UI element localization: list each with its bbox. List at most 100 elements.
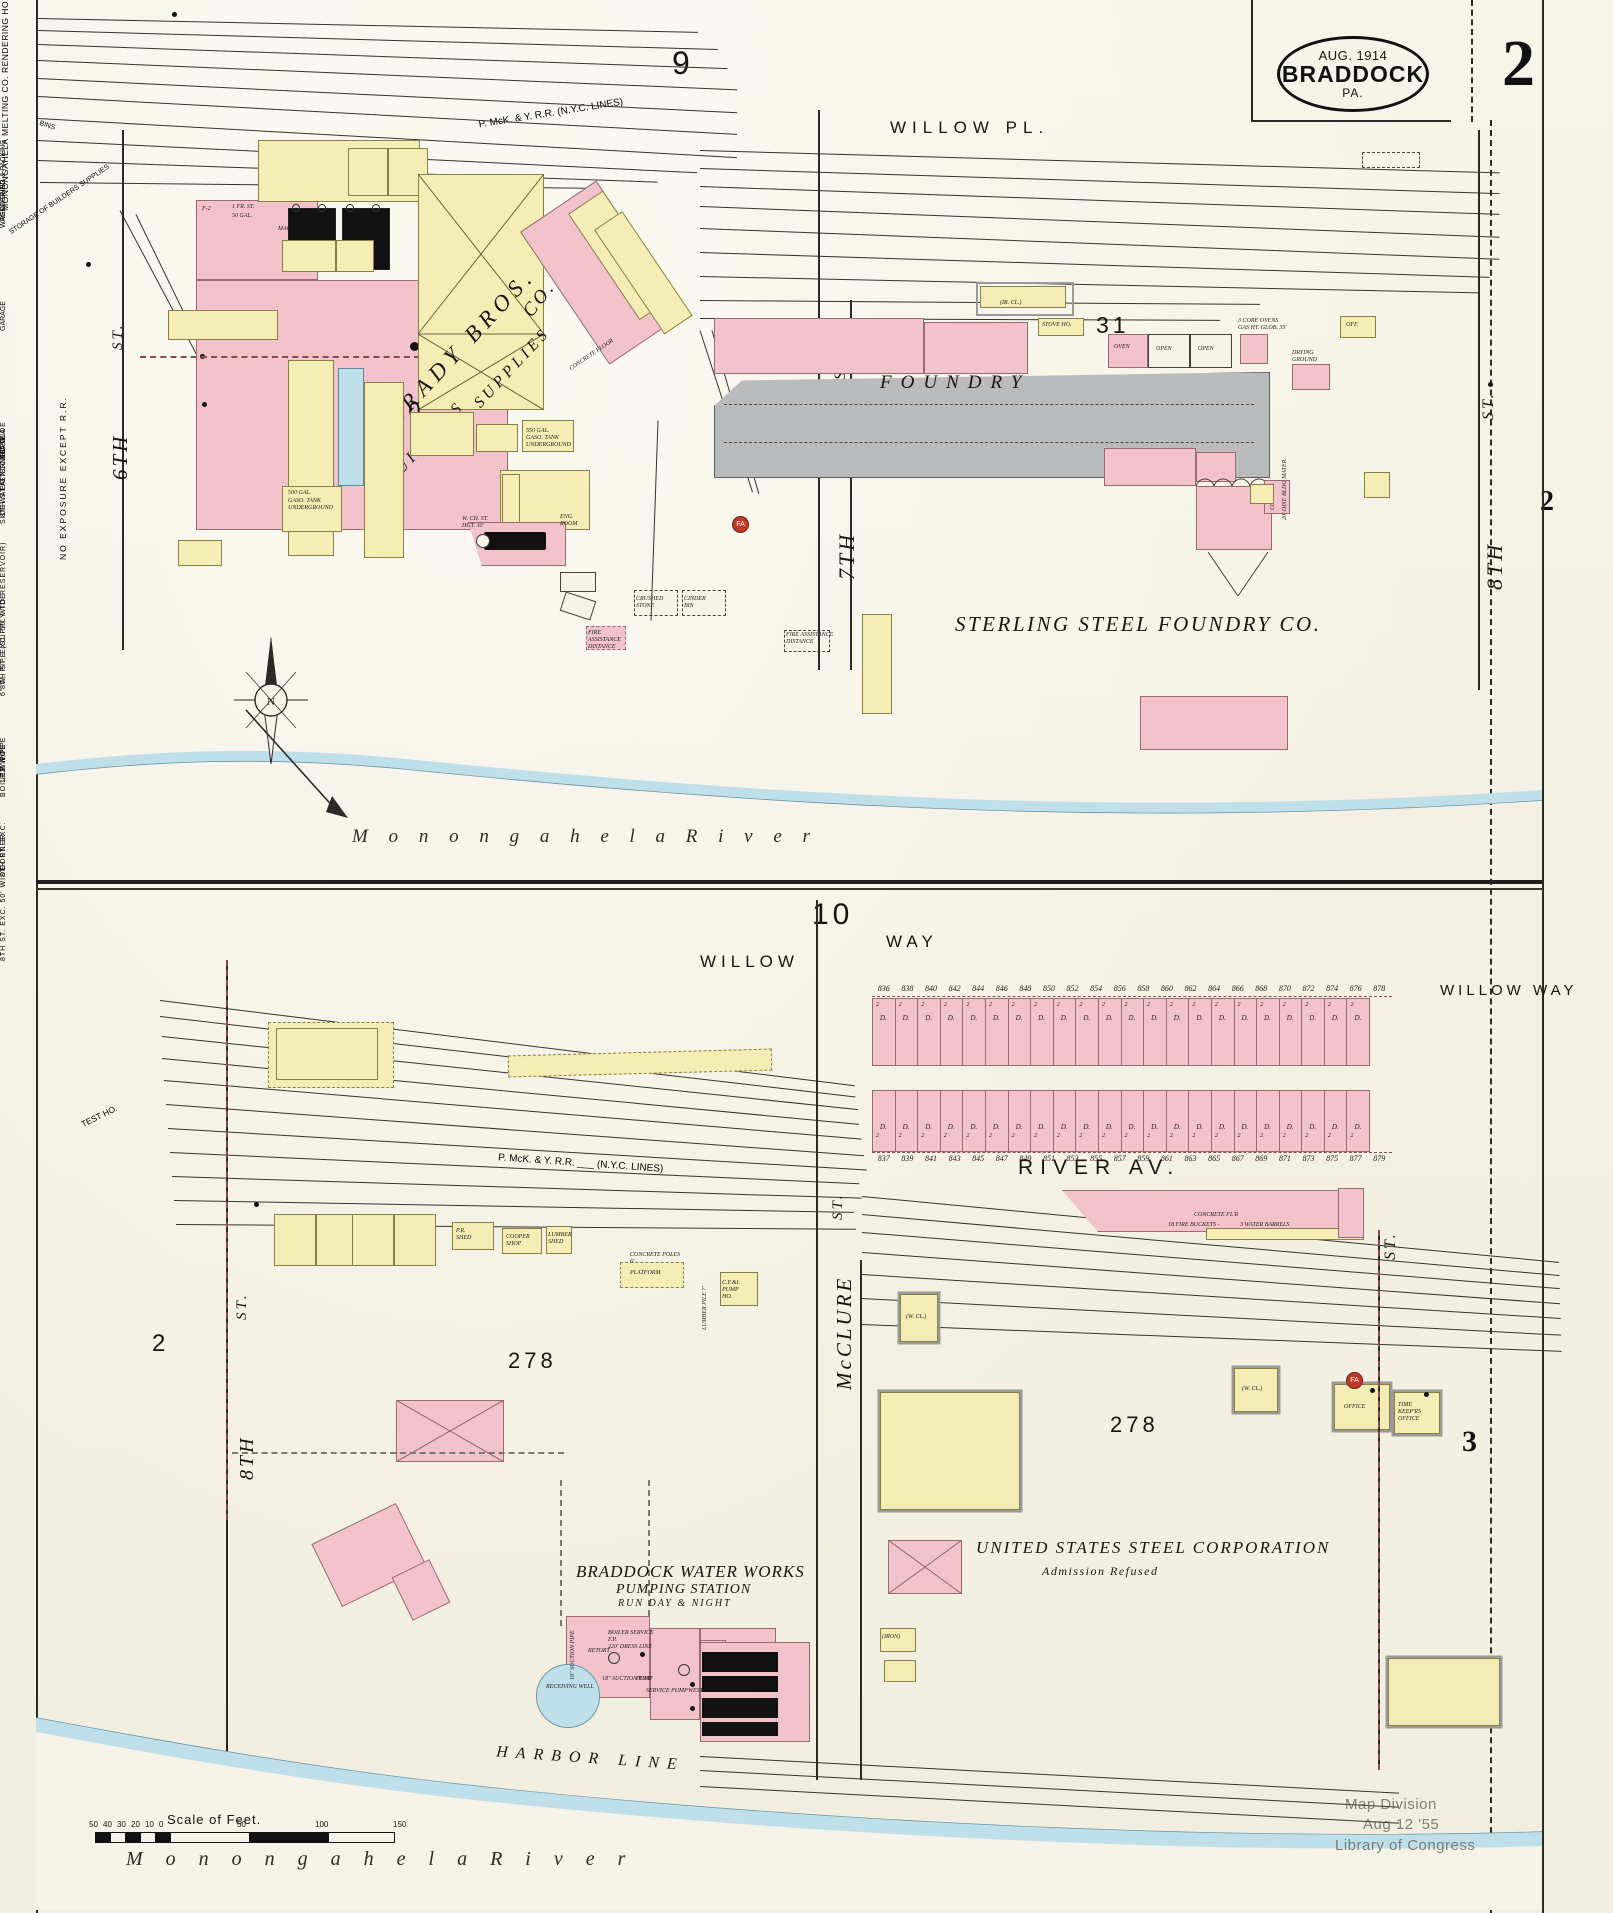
row-house-address: 839	[901, 1154, 914, 1163]
water-barrels-label: 3 WATER BARRELS	[1240, 1222, 1290, 1228]
row-house-address: 872	[1302, 984, 1315, 993]
measure-80: 80'	[0, 608, 12, 619]
scale-tick: 50	[89, 1820, 98, 1829]
row-house-stories: 2	[1327, 1132, 1331, 1139]
suction-pipe-label: 18" SUCTION PIPE	[570, 1630, 576, 1680]
railroad-main-line	[36, 880, 1542, 884]
row-house-address: 867	[1231, 1154, 1244, 1163]
water-works-sub1: PUMPING STATION	[616, 1582, 752, 1597]
row-house-stories: 2	[1214, 1132, 1218, 1139]
street-river-av: RIVER AV.	[1018, 1156, 1181, 1179]
row-house-stories: 2	[966, 1002, 970, 1008]
lumber-pile-label: LUMBER PILE 7'	[702, 1286, 708, 1330]
row-house-use: D.	[1218, 1122, 1226, 1131]
suction-pipe-label2: 18" SUCTION PIPE	[602, 1676, 652, 1682]
office-small-label: OFF.	[1346, 322, 1359, 328]
shed-lower-label: (IRON)	[882, 1634, 900, 1640]
river-label-lower: M o n o n g a h e l a R i v e r	[126, 1848, 635, 1870]
row-house-address: 875	[1326, 1154, 1339, 1163]
street-mcclure-edge-right	[860, 1260, 862, 1780]
row-house-use: D.	[992, 1122, 1000, 1131]
row-house-stories: 2	[1350, 1002, 1354, 1008]
row-house-use: D.	[1331, 1014, 1339, 1022]
street-label-st-8th-lower: ST.	[234, 1292, 250, 1320]
row-house-stories: 2	[1192, 1132, 1196, 1139]
row-house-use: D.	[1264, 1122, 1271, 1131]
carpenter-shop-building	[980, 286, 1066, 308]
scale-bar-graphic	[95, 1832, 395, 1843]
row-house-use: D.	[1128, 1014, 1136, 1022]
boiler-unit	[702, 1652, 778, 1672]
row-house-use: D.	[880, 1014, 887, 1022]
hydrant-label: D.H.	[0, 954, 14, 962]
ovens-building	[1104, 448, 1196, 486]
row-house-address: 851	[1042, 1154, 1055, 1163]
rail-line	[163, 1080, 862, 1140]
row-house-address: 847	[995, 1154, 1008, 1163]
row-house-address: 868	[1255, 984, 1268, 993]
engine-note: ENG.ROOM	[560, 514, 578, 528]
row-house-address: 855	[1090, 1154, 1103, 1163]
foundry-label: FOUNDRY	[880, 372, 1031, 393]
row-house-use: D.	[1060, 1014, 1068, 1022]
office-label: OFFICE	[1344, 1404, 1366, 1410]
row-house-address: 845	[972, 1154, 985, 1163]
row-house-stories: 2	[898, 1132, 902, 1139]
street-label-st-right: ST.	[1382, 1231, 1399, 1260]
row-house-use: D.	[1151, 1014, 1158, 1022]
river-shape-upper	[36, 750, 1543, 814]
platform-lower-label: PLATFORM	[630, 1270, 661, 1276]
row-house-address: 857	[1113, 1154, 1126, 1163]
scale-segment	[111, 1833, 126, 1842]
street-willow-way-right: WILLOW WAY	[1440, 982, 1578, 999]
row-house-stories: 2	[1147, 1002, 1151, 1008]
row-house-stories: 2	[1124, 1132, 1128, 1139]
row-house-stories: 2	[1305, 1002, 1309, 1008]
sheet-border-right	[1542, 130, 1544, 1913]
row-house-use: D.	[1105, 1014, 1113, 1022]
row-house-use: D.	[947, 1122, 955, 1131]
measure-600: 600	[0, 538, 15, 549]
row-house-stories: 2	[1079, 1132, 1083, 1139]
row-house-use: D.	[1173, 1122, 1181, 1131]
row-house-stories: 2	[1124, 1002, 1128, 1008]
street-label-st-8th: ST.	[1480, 391, 1497, 420]
row-house-stories: 2	[1192, 1002, 1196, 1008]
row-house-stories: 2	[1169, 1002, 1173, 1008]
hydrant-dot	[254, 1202, 259, 1207]
street-label-8th-upper: 8TH	[1482, 541, 1507, 590]
row-house-use: D.	[1241, 1122, 1249, 1131]
row-house-stories: 2	[988, 1002, 992, 1008]
map-date: AUG. 1914	[1318, 48, 1388, 63]
row-house-stories: 2	[1237, 1002, 1241, 1008]
water-pipe-12	[560, 1480, 562, 1626]
garage-building	[410, 412, 474, 456]
us-steel-name: UNITED STATES STEEL CORPORATION	[976, 1538, 1331, 1557]
row-house-use: D.	[1038, 1122, 1045, 1131]
street-8th-edge-upper	[1478, 130, 1480, 690]
concrete-floor-label: CONCRETE FL'R	[1194, 1212, 1239, 1218]
warehouse-sub: (IRON CLAD)	[0, 926, 43, 934]
row-house-address: 879	[1373, 1154, 1386, 1163]
fire-assistance-box	[586, 626, 626, 650]
boiler-unit	[702, 1722, 778, 1736]
tank-circle	[292, 204, 300, 212]
map-state: PA.	[1342, 86, 1364, 100]
pattern-house-vertical	[862, 614, 892, 714]
boiler-circle	[476, 534, 490, 548]
oven-small	[1240, 334, 1268, 364]
scale-tick: 30	[117, 1820, 126, 1829]
westinghouse-label: WESTINGHOUSE PUMPS	[688, 1688, 755, 1694]
hydrant-dot	[172, 12, 177, 17]
